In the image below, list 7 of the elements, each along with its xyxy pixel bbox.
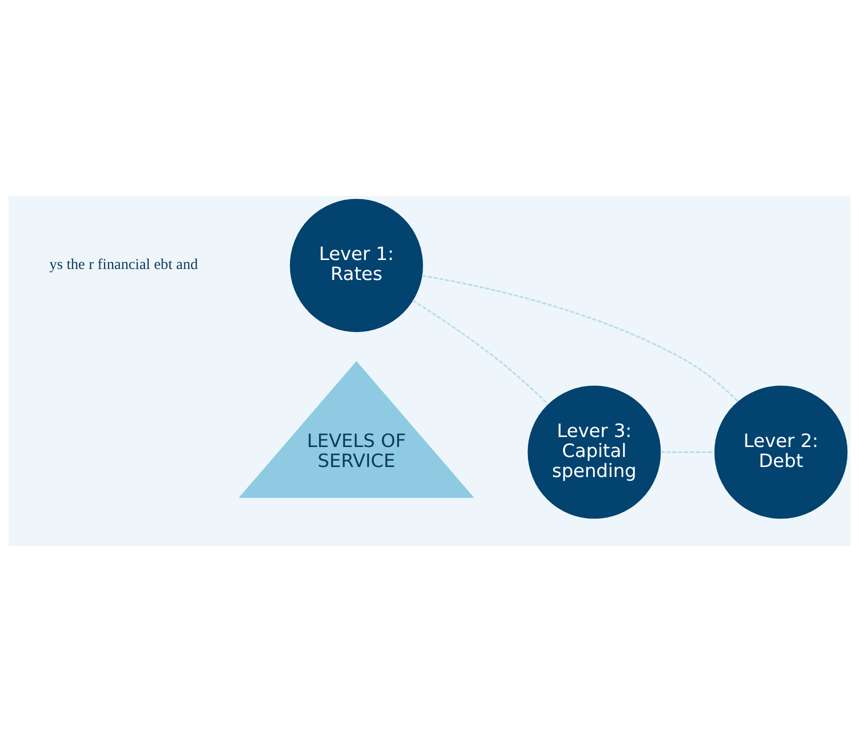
node-circle: Lever 1: Rates xyxy=(290,198,423,332)
connector xyxy=(412,299,549,404)
node-circle: Lever 3: Capital spending xyxy=(528,385,661,518)
connector xyxy=(660,450,715,453)
label: ys the r financial ebt and xyxy=(49,256,198,273)
node-circle: Lever 2: Debt xyxy=(714,385,848,518)
connector xyxy=(422,274,739,402)
